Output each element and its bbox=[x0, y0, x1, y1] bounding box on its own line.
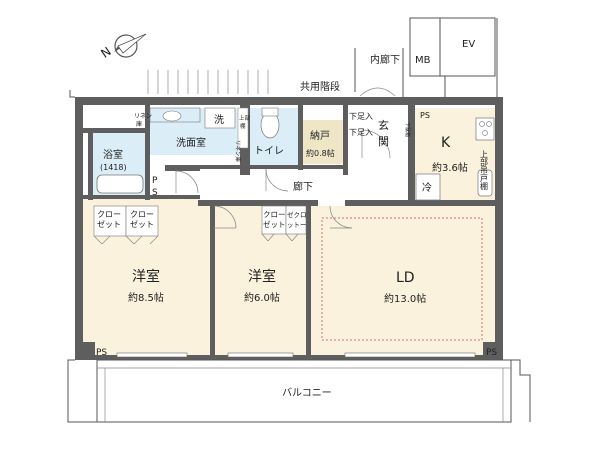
closet-label: ゼクロ bbox=[287, 210, 307, 219]
washroom-label: 洗面室 bbox=[176, 136, 206, 149]
upper-shelf-label-1: 上部 bbox=[239, 114, 251, 122]
shoe-storage-label-1: 下足入 bbox=[349, 112, 373, 121]
windows bbox=[116, 352, 476, 358]
fridge-space bbox=[415, 173, 441, 201]
closet-label: クロー bbox=[97, 210, 121, 219]
closet-label: クロー bbox=[130, 210, 154, 219]
compass-north-letter: N bbox=[98, 44, 113, 61]
entrance: 下足入 下足入 玄 関 下駄箱 PS bbox=[349, 111, 430, 148]
entrance-floor bbox=[348, 108, 408, 200]
kitchen: 冷 K 約3.6帖 上部吊戸棚 bbox=[415, 117, 495, 201]
bathtub-icon bbox=[96, 174, 144, 194]
bath-room: 浴室 (1418) P S bbox=[96, 148, 158, 198]
fridge-label: 冷 bbox=[422, 181, 432, 194]
closet-label: ゼット bbox=[263, 219, 286, 229]
storage-room: 納戸 約0.8帖 bbox=[306, 129, 335, 158]
storage-size-label: 約0.8帖 bbox=[306, 148, 335, 158]
inner-corridor-label: 内廊下 bbox=[370, 53, 400, 66]
ps-bath-p: P bbox=[152, 176, 158, 186]
linen2-label: リネン庫 bbox=[234, 140, 242, 163]
ev-label: EV bbox=[462, 39, 475, 50]
linen-shelf-label-2: 庫 bbox=[136, 120, 142, 128]
linen-shelf-label-1: リネン bbox=[134, 113, 152, 120]
shoe-storage-label-2: 下足入 bbox=[349, 128, 373, 137]
western-room-1-size: 約8.5帖 bbox=[128, 291, 164, 304]
closets: クロー ゼット クロー ゼット クロー ゼット ゼクロ ットー bbox=[93, 205, 307, 245]
ld-label: LD bbox=[396, 270, 415, 286]
door-swings bbox=[175, 129, 391, 229]
ps-bottom-left: PS bbox=[96, 348, 107, 358]
western-room-1-label: 洋室 bbox=[132, 268, 160, 285]
shared-stairs: 共用階段 bbox=[147, 70, 340, 94]
closet-label: クロー bbox=[263, 210, 286, 219]
corridor-label: 廊下 bbox=[293, 180, 313, 193]
ps-bath-s: S bbox=[152, 188, 158, 198]
washer-space bbox=[204, 107, 236, 129]
ld-size: 約13.0帖 bbox=[384, 292, 426, 305]
sink-kitchen-icon bbox=[477, 169, 493, 197]
western-room-2-label: 洋室 bbox=[248, 268, 276, 285]
sink-icon bbox=[162, 110, 182, 122]
washer-label: 洗 bbox=[214, 114, 224, 126]
stove-icon bbox=[475, 117, 495, 141]
kitchen-label: K bbox=[441, 135, 451, 151]
shoebox-label: 下駄箱 bbox=[404, 122, 411, 137]
closet-label: ゼット bbox=[130, 219, 154, 229]
ld-floor-heating-outline bbox=[321, 217, 483, 341]
common-area-top: 内廊下 MB EV bbox=[354, 17, 498, 97]
outer-wall-edge-left bbox=[67, 359, 97, 423]
compass-icon: N bbox=[98, 33, 147, 61]
storage-floor bbox=[303, 120, 343, 164]
entrance-label-2: 関 bbox=[378, 135, 389, 148]
closet-label: ットー bbox=[287, 221, 307, 229]
ps-bottom-right: PS bbox=[486, 348, 497, 358]
outer-wall-edge bbox=[511, 359, 531, 422]
western-room-2-size: 約6.0帖 bbox=[244, 291, 280, 304]
entrance-label-1: 玄 bbox=[378, 118, 389, 132]
toilet-label: トイレ bbox=[254, 146, 284, 157]
kitchen-size-label: 約3.6帖 bbox=[432, 161, 468, 174]
washroom: リネン 庫 洗 洗面室 bbox=[134, 107, 236, 149]
balcony: バルコニー bbox=[96, 359, 512, 423]
toilet-room: 上部 棚 リネン庫 トイレ bbox=[234, 107, 284, 163]
closet-label: ゼット bbox=[97, 219, 121, 229]
balcony-label: バルコニー bbox=[282, 387, 332, 399]
bath-label: 浴室 bbox=[103, 148, 123, 161]
ld-floor bbox=[311, 206, 495, 355]
storage-label: 納戸 bbox=[310, 129, 330, 142]
upper-cabinet-label: 上部吊戸棚 bbox=[480, 150, 489, 191]
upper-shelf-label-2: 棚 bbox=[240, 122, 246, 130]
corridor-floor bbox=[200, 168, 345, 203]
bath-size-label: (1418) bbox=[100, 163, 127, 172]
ps-top-label: PS bbox=[420, 111, 430, 120]
mb-label: MB bbox=[415, 55, 431, 66]
shared-stairs-label: 共用階段 bbox=[300, 80, 340, 93]
